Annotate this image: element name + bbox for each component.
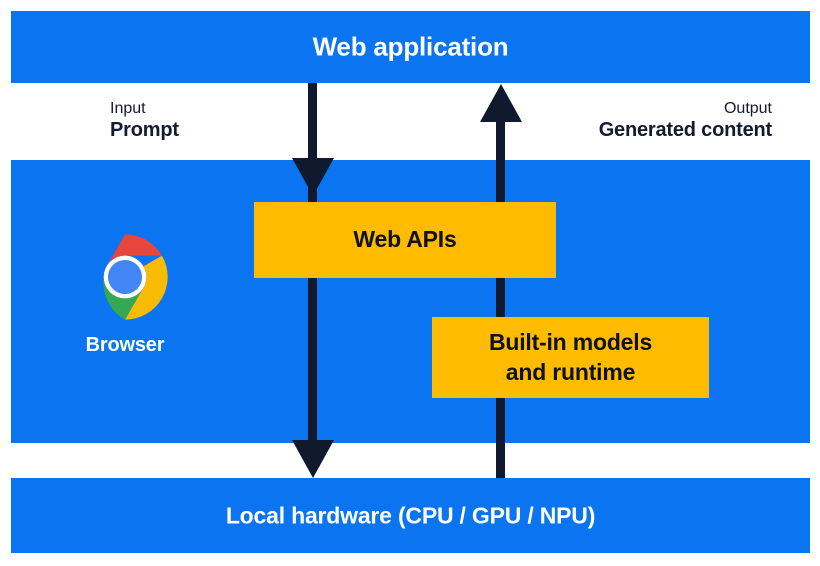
browser-label: Browser [85,334,165,356]
input-arrow-head-upper [292,158,334,196]
input-arrow-head-lower [292,440,334,478]
local-hardware-label: Local hardware (CPU / GPU / NPU) [225,502,596,528]
built-in-models-box[interactable]: Built-in models and runtime [432,317,709,398]
layer-local-hardware: Local hardware (CPU / GPU / NPU) [11,478,810,553]
input-value: Prompt [110,118,179,141]
built-in-models-line-1: Built-in models [488,329,653,356]
input-flow-label: Input Prompt [110,100,179,142]
chrome-logo-icon [103,234,168,320]
input-kicker: Input [110,100,146,117]
browser-group: Browser [56,232,194,357]
layer-web-application: Web application [11,11,810,83]
built-in-models-line-2: and runtime [505,358,636,385]
web-application-label: Web application [312,31,509,62]
built-in-models-label: Built-in models and runtime [489,328,652,387]
output-flow-label: Output Generated content [598,100,773,142]
output-value: Generated content [598,118,773,141]
web-apis-label: Web APIs [353,226,457,253]
output-arrow-head [480,84,522,122]
output-arrow-shaft [496,108,505,478]
web-apis-box[interactable]: Web APIs [254,202,556,278]
output-kicker: Output [723,100,772,117]
